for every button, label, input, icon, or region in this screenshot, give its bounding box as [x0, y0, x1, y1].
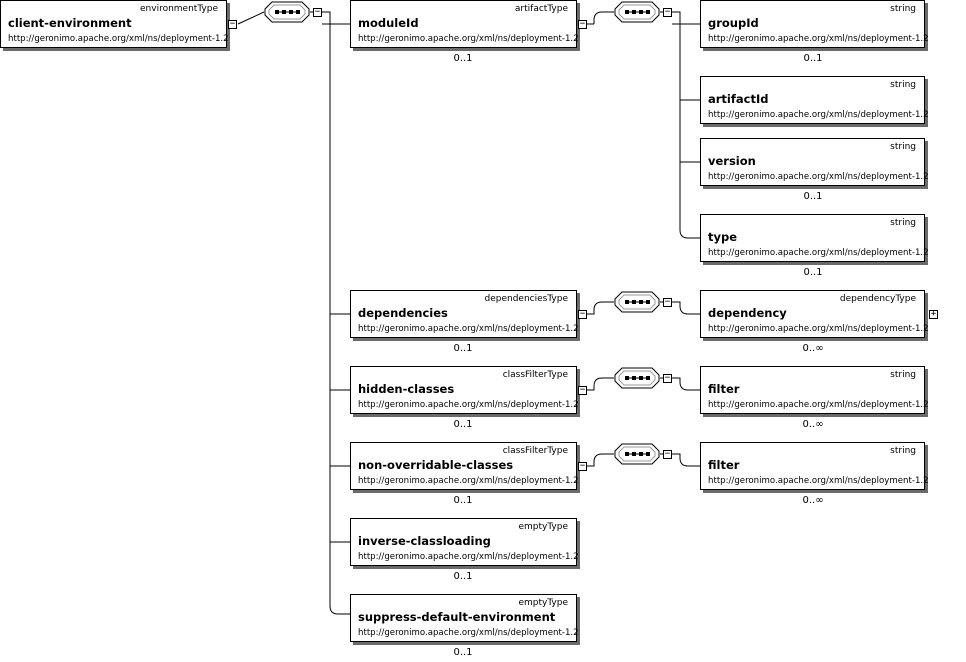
- element-version[interactable]: string version http://geronimo.apache.or…: [700, 138, 929, 186]
- element-dependencies[interactable]: dependenciesType dependencies http://ger…: [350, 290, 579, 338]
- element-namespace: http://geronimo.apache.org/xml/ns/deploy…: [358, 34, 579, 44]
- element-type: string: [890, 446, 916, 456]
- element-namespace: http://geronimo.apache.org/xml/ns/deploy…: [8, 34, 229, 44]
- element-namespace: http://geronimo.apache.org/xml/ns/deploy…: [358, 324, 579, 334]
- element-type: string: [890, 142, 916, 152]
- element-type: string: [890, 370, 916, 380]
- element-namespace: http://geronimo.apache.org/xml/ns/deploy…: [708, 476, 929, 486]
- collapse-toggle-icon[interactable]: −: [578, 461, 587, 471]
- cardinality-label: 0..1: [453, 419, 473, 430]
- cardinality-label: 0..1: [453, 495, 473, 506]
- collapse-toggle-icon[interactable]: −: [578, 385, 587, 395]
- element-inverse-classloading[interactable]: emptyType inverse-classloading http://ge…: [350, 518, 579, 566]
- element-filter[interactable]: string filter http://geronimo.apache.org…: [700, 366, 929, 414]
- element-name: inverse-classloading: [358, 534, 491, 548]
- element-name: filter: [708, 458, 740, 472]
- element-artifactId[interactable]: string artifactId http://geronimo.apache…: [700, 76, 929, 124]
- element-namespace: http://geronimo.apache.org/xml/ns/deploy…: [708, 34, 929, 44]
- element-name: client-environment: [8, 16, 132, 30]
- element-non-overridable-classes[interactable]: classFilterType non-overridable-classes …: [350, 442, 579, 490]
- element-namespace: http://geronimo.apache.org/xml/ns/deploy…: [708, 248, 929, 258]
- element-name: artifactId: [708, 92, 769, 106]
- element-name: suppress-default-environment: [358, 610, 556, 624]
- element-type: dependencyType: [839, 294, 916, 304]
- element-moduleId[interactable]: artifactType moduleId http://geronimo.ap…: [350, 0, 579, 48]
- element-namespace: http://geronimo.apache.org/xml/ns/deploy…: [708, 324, 929, 334]
- element-dependency[interactable]: dependencyType dependency http://geronim…: [700, 290, 929, 338]
- element-name: non-overridable-classes: [358, 458, 514, 472]
- collapse-toggle-icon[interactable]: −: [313, 7, 322, 17]
- cardinality-label: 0..1: [453, 53, 473, 64]
- element-type: environmentType: [140, 4, 218, 14]
- sequence-compositor-icon: [614, 367, 660, 389]
- element-type: classFilterType: [502, 370, 568, 380]
- collapse-toggle-icon[interactable]: −: [228, 19, 237, 29]
- element-name: dependency: [708, 306, 787, 320]
- cardinality-label: 0..1: [453, 343, 473, 354]
- element-type: string: [890, 4, 916, 14]
- element-name: groupId: [708, 16, 759, 30]
- element-name: dependencies: [358, 306, 448, 320]
- cardinality-label: 0..1: [803, 53, 823, 64]
- element-suppress-default-environment[interactable]: emptyType suppress-default-environment h…: [350, 594, 579, 642]
- element-namespace: http://geronimo.apache.org/xml/ns/deploy…: [358, 476, 579, 486]
- cardinality-label: 0..∞: [802, 419, 824, 430]
- element-namespace: http://geronimo.apache.org/xml/ns/deploy…: [358, 552, 579, 562]
- element-type[interactable]: string type http://geronimo.apache.org/x…: [700, 214, 929, 262]
- cardinality-label: 0..1: [803, 267, 823, 278]
- element-namespace: http://geronimo.apache.org/xml/ns/deploy…: [358, 628, 579, 638]
- element-namespace: http://geronimo.apache.org/xml/ns/deploy…: [708, 172, 929, 182]
- collapse-toggle-icon[interactable]: −: [663, 449, 672, 459]
- element-type: emptyType: [518, 522, 568, 532]
- cardinality-label: 0..∞: [802, 495, 824, 506]
- collapse-toggle-icon[interactable]: −: [663, 297, 672, 307]
- element-type: string: [890, 80, 916, 90]
- sequence-compositor-icon: [614, 1, 660, 23]
- element-name: filter: [708, 382, 740, 396]
- collapse-toggle-icon[interactable]: −: [663, 373, 672, 383]
- sequence-compositor-icon: [614, 443, 660, 465]
- element-name: version: [708, 154, 756, 168]
- element-client-environment[interactable]: environmentType client-environment http:…: [0, 0, 229, 48]
- sequence-compositor-icon: [614, 291, 660, 313]
- expand-toggle-icon[interactable]: +: [929, 309, 938, 319]
- element-namespace: http://geronimo.apache.org/xml/ns/deploy…: [358, 400, 579, 410]
- cardinality-label: 0..1: [803, 191, 823, 202]
- element-type: artifactType: [514, 4, 568, 14]
- element-namespace: http://geronimo.apache.org/xml/ns/deploy…: [708, 400, 929, 410]
- element-filter[interactable]: string filter http://geronimo.apache.org…: [700, 442, 929, 490]
- element-type: dependenciesType: [484, 294, 568, 304]
- collapse-toggle-icon[interactable]: −: [663, 7, 672, 17]
- element-hidden-classes[interactable]: classFilterType hidden-classes http://ge…: [350, 366, 579, 414]
- cardinality-label: 0..∞: [802, 343, 824, 354]
- collapse-toggle-icon[interactable]: −: [578, 19, 587, 29]
- element-namespace: http://geronimo.apache.org/xml/ns/deploy…: [708, 110, 929, 120]
- element-type: classFilterType: [502, 446, 568, 456]
- element-type: emptyType: [518, 598, 568, 608]
- cardinality-label: 0..1: [453, 647, 473, 658]
- element-groupId[interactable]: string groupId http://geronimo.apache.or…: [700, 0, 929, 48]
- element-name: moduleId: [358, 16, 419, 30]
- element-type: string: [890, 218, 916, 228]
- sequence-compositor-icon: [264, 1, 310, 23]
- cardinality-label: 0..1: [453, 571, 473, 582]
- element-name: hidden-classes: [358, 382, 455, 396]
- collapse-toggle-icon[interactable]: −: [578, 309, 587, 319]
- element-name: type: [708, 230, 738, 244]
